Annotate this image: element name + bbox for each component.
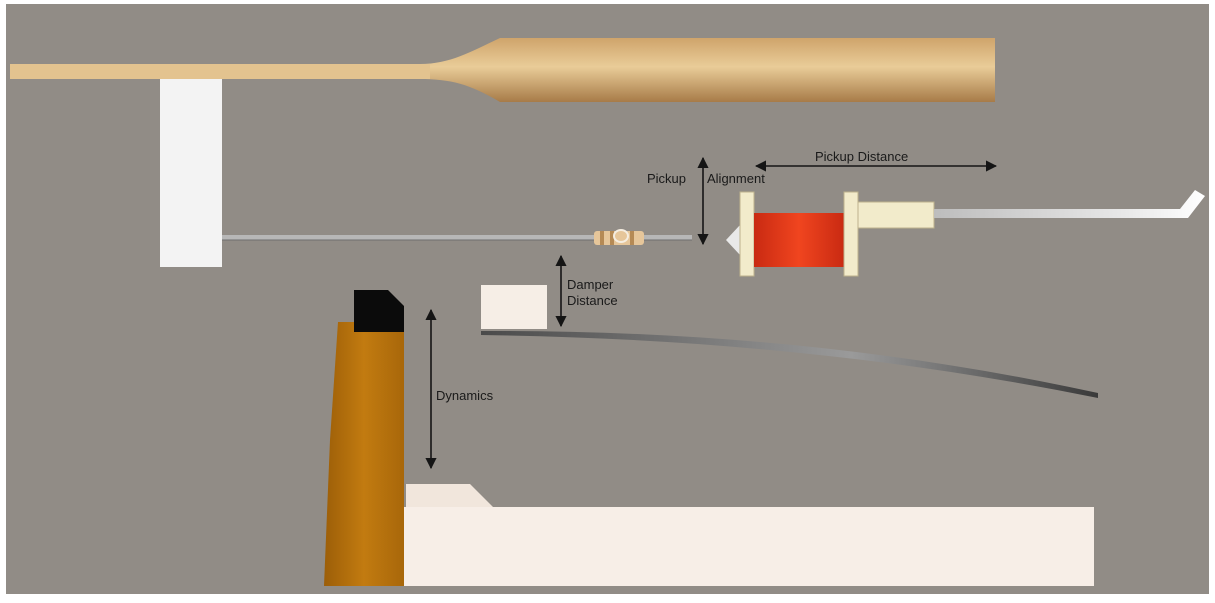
pickup-assembly	[726, 190, 1205, 277]
hammer-body	[324, 322, 404, 586]
pickup-bobbin-body	[857, 201, 935, 229]
label-distance: Distance	[567, 293, 618, 308]
key-base	[404, 507, 1094, 586]
tine-rod	[222, 235, 692, 240]
pickup-flange-right	[843, 191, 859, 277]
damper-felt	[481, 285, 547, 329]
pickup-flange-left	[739, 191, 755, 277]
pickup-coil	[754, 213, 844, 267]
tone-bar-thin-section	[10, 64, 430, 79]
key-ramp	[406, 484, 494, 508]
hammer-tip	[354, 290, 404, 332]
label-damper: Damper	[567, 277, 614, 292]
label-pickup: Pickup	[647, 171, 686, 186]
label-dynamics: Dynamics	[436, 388, 494, 403]
tuning-spring	[594, 229, 644, 245]
pickup-mount-arm	[934, 190, 1205, 218]
tone-bar	[10, 38, 995, 102]
label-alignment: Alignment	[707, 171, 765, 186]
pickup-pole-tip	[726, 225, 740, 255]
mounting-block	[160, 79, 222, 267]
label-pickup-distance: Pickup Distance	[815, 149, 908, 164]
